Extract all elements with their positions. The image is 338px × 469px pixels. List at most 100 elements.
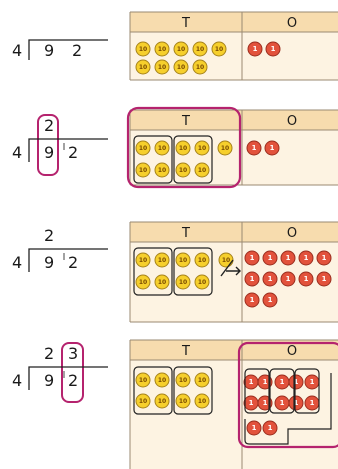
svg-text:10: 10 bbox=[179, 398, 187, 405]
step-3-dividend-ones: 2 bbox=[68, 253, 78, 272]
step-3-ten-coin-4: 10 bbox=[195, 253, 209, 267]
step-4-one-coin-3: 1 bbox=[275, 375, 289, 389]
step-4-one-coin-4: 1 bbox=[289, 375, 303, 389]
svg-text:10: 10 bbox=[158, 64, 166, 71]
svg-text:10: 10 bbox=[198, 279, 206, 286]
step-3-one-coin-9: 1 bbox=[299, 272, 313, 286]
svg-text:1: 1 bbox=[252, 424, 257, 432]
step-4-ten-coin-2: 10 bbox=[155, 373, 169, 387]
step-1-tens-label: T bbox=[181, 16, 190, 31]
step-4-ones-column bbox=[242, 360, 338, 469]
step-1-ten-coin-2: 10 bbox=[155, 42, 169, 56]
step-4-quotient-ones: 3 bbox=[68, 344, 78, 363]
svg-text:10: 10 bbox=[196, 46, 204, 53]
svg-text:1: 1 bbox=[322, 254, 327, 262]
svg-text:10: 10 bbox=[198, 377, 206, 384]
step-2-ones-label: O bbox=[287, 114, 297, 129]
svg-text:1: 1 bbox=[250, 254, 255, 262]
step-3-ten-coin-1: 10 bbox=[136, 253, 150, 267]
svg-text:10: 10 bbox=[158, 46, 166, 53]
step-2-place-value-table: T O 101010101010101010 11 bbox=[128, 108, 338, 187]
svg-text:1: 1 bbox=[268, 254, 273, 262]
step-1-ten-coin-4: 10 bbox=[193, 42, 207, 56]
step-4-one-coin-11: 1 bbox=[247, 421, 261, 435]
step-4-ten-coin-3: 10 bbox=[176, 373, 190, 387]
step-4-ten-coin-7: 10 bbox=[176, 394, 190, 408]
step-2-ten-coin-2: 10 bbox=[155, 141, 169, 155]
svg-text:1: 1 bbox=[310, 399, 315, 407]
step-1-place-value-table: T O 101010101010101010 11 bbox=[130, 12, 338, 80]
step-3-one-coin-3: 1 bbox=[281, 251, 295, 265]
step-1-dividend-tens: 9 bbox=[44, 41, 54, 60]
step-4-place-value-table: T O 1010101010101010 111111111111 bbox=[130, 340, 338, 469]
svg-text:1: 1 bbox=[271, 45, 276, 53]
step-3-ten-coin-7: 10 bbox=[176, 275, 190, 289]
step-1-ten-coin-5: 10 bbox=[212, 42, 226, 56]
step-3-ten-coin-8: 10 bbox=[195, 275, 209, 289]
step-1-ten-coin-7: 10 bbox=[155, 60, 169, 74]
step-3-quotient-tens: 2 bbox=[44, 226, 54, 245]
step-2-ten-coin-1: 10 bbox=[136, 141, 150, 155]
step-4-one-coin-12: 1 bbox=[263, 421, 277, 435]
step-3-one-coin-2: 1 bbox=[263, 251, 277, 265]
step-2-ten-coin-7: 10 bbox=[176, 163, 190, 177]
step-3-exchanged-ten-coin-1: 10 bbox=[219, 253, 233, 267]
svg-text:1: 1 bbox=[304, 275, 309, 283]
svg-text:1: 1 bbox=[286, 275, 291, 283]
step-4-dividend-tens: 9 bbox=[44, 371, 54, 390]
step-3-one-coin-10: 1 bbox=[317, 272, 331, 286]
svg-text:10: 10 bbox=[198, 167, 206, 174]
svg-text:1: 1 bbox=[249, 378, 254, 386]
step-4-one-coin-8: 1 bbox=[275, 396, 289, 410]
step-4-ten-coin-4: 10 bbox=[195, 373, 209, 387]
step-2-ten-coin-9: 10 bbox=[218, 141, 232, 155]
svg-text:1: 1 bbox=[249, 399, 254, 407]
step-3-one-coin-6: 1 bbox=[245, 272, 259, 286]
step-3-ones-label: O bbox=[287, 226, 297, 241]
svg-text:1: 1 bbox=[263, 378, 268, 386]
step-1-bracket bbox=[29, 40, 108, 60]
svg-text:1: 1 bbox=[286, 254, 291, 262]
step-1-ten-coin-6: 10 bbox=[136, 60, 150, 74]
svg-text:10: 10 bbox=[179, 377, 187, 384]
svg-text:10: 10 bbox=[198, 257, 206, 264]
step-3-tens-label: T bbox=[181, 226, 190, 241]
step-1-dividend-ones: 2 bbox=[72, 41, 82, 60]
svg-text:10: 10 bbox=[139, 377, 147, 384]
svg-text:1: 1 bbox=[304, 254, 309, 262]
step-2-one-coin-1: 1 bbox=[247, 141, 261, 155]
step-3-one-coin-8: 1 bbox=[281, 272, 295, 286]
svg-text:1: 1 bbox=[280, 399, 285, 407]
step-3-ten-coin-6: 10 bbox=[155, 275, 169, 289]
svg-text:10: 10 bbox=[198, 398, 206, 405]
svg-text:10: 10 bbox=[198, 145, 206, 152]
step-4-one-coin-10: 1 bbox=[305, 396, 319, 410]
svg-text:10: 10 bbox=[158, 377, 166, 384]
svg-text:10: 10 bbox=[179, 257, 187, 264]
svg-text:10: 10 bbox=[139, 398, 147, 405]
step-2-ones-column bbox=[242, 130, 338, 185]
step-2-ten-coin-6: 10 bbox=[155, 163, 169, 177]
step-4-one-coin-9: 1 bbox=[289, 396, 303, 410]
step-3-place-value-table: T O 101010101010101010 111111111111 bbox=[130, 222, 338, 322]
step-3-one-coin-7: 1 bbox=[263, 272, 277, 286]
step-2-ten-coin-3: 10 bbox=[176, 141, 190, 155]
step-4-dividend-ones: 2 bbox=[68, 371, 78, 390]
step-3-dividend-tens: 9 bbox=[44, 253, 54, 272]
svg-text:10: 10 bbox=[158, 167, 166, 174]
svg-text:10: 10 bbox=[221, 145, 229, 152]
step-1-one-coin-1: 1 bbox=[248, 42, 262, 56]
step-2-quotient-tens: 2 bbox=[44, 116, 54, 135]
svg-text:1: 1 bbox=[270, 144, 275, 152]
svg-text:10: 10 bbox=[139, 145, 147, 152]
svg-text:1: 1 bbox=[322, 275, 327, 283]
step-1-ten-coin-9: 10 bbox=[193, 60, 207, 74]
step-2-one-coin-2: 1 bbox=[265, 141, 279, 155]
step-2-dividend-ones: 2 bbox=[68, 143, 78, 162]
step-2-ten-coin-4: 10 bbox=[195, 141, 209, 155]
step-4-ten-coin-5: 10 bbox=[136, 394, 150, 408]
svg-text:1: 1 bbox=[263, 399, 268, 407]
svg-text:10: 10 bbox=[139, 167, 147, 174]
svg-text:1: 1 bbox=[280, 378, 285, 386]
step-4-divisor: 4 bbox=[12, 371, 22, 390]
